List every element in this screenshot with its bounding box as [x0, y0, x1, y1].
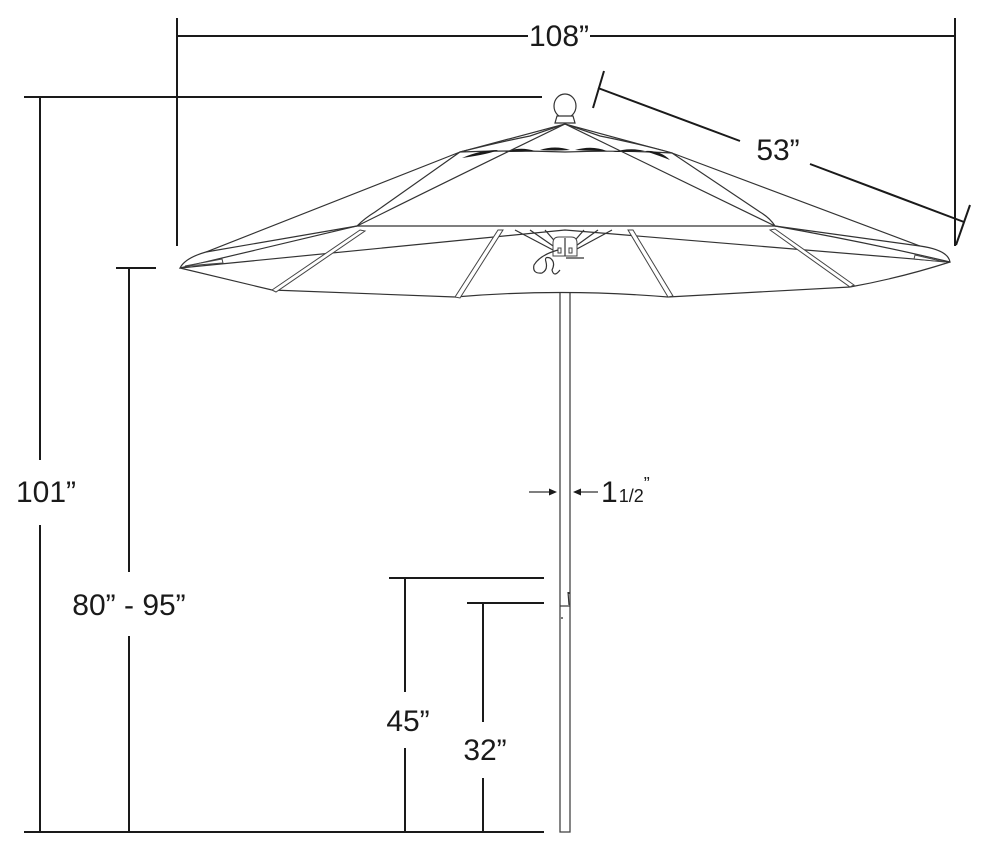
- canopy-width-dimension: 108”: [176, 18, 956, 246]
- pulley-cord: [533, 249, 561, 275]
- rib-length-label: 53”: [756, 134, 799, 167]
- finial: [553, 93, 577, 124]
- clearance-height-dimension: 80” - 95”: [72, 267, 186, 832]
- upper-joint-height-label: 45”: [386, 705, 429, 738]
- canopy-width-label: 108”: [529, 20, 589, 53]
- pole-diameter-label: 11/2”: [601, 474, 650, 509]
- hub: [552, 236, 584, 259]
- pole: [559, 257, 571, 833]
- vent-flap: [459, 123, 673, 154]
- pole-diameter-dimension: 11/2”: [529, 474, 650, 509]
- lower-joint-height-label: 32”: [463, 734, 506, 767]
- lower-joint-height-dimension: 32”: [463, 602, 544, 832]
- overall-height-dimension: 101”: [16, 96, 542, 832]
- canopy-underside: [179, 229, 951, 298]
- clearance-height-label: 80” - 95”: [72, 589, 185, 622]
- upper-joint-height-dimension: 45”: [386, 577, 544, 832]
- canopy-left-panel: [178, 151, 461, 269]
- ribs: [184, 228, 946, 299]
- overall-height-label: 101”: [16, 476, 76, 509]
- rib-length-dimension: 53”: [592, 70, 971, 246]
- canopy: [178, 123, 951, 298]
